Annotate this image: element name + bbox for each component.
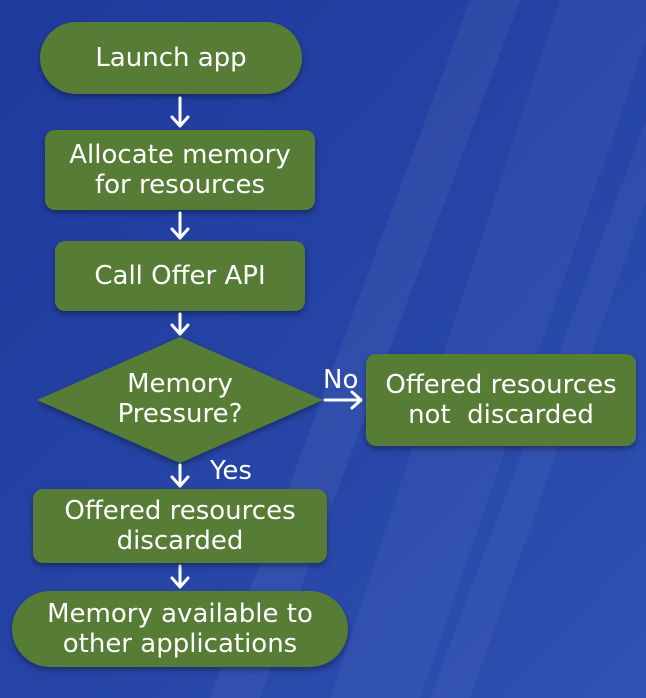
memory-available-label-line2: other applications xyxy=(62,629,298,659)
allocate-memory-label-line1: Allocate memory xyxy=(69,140,291,170)
launch-app-node: Launch app xyxy=(40,22,302,94)
memory-pressure-label-line2: Pressure? xyxy=(117,399,243,429)
memory-available-node: Memory available to other applications xyxy=(12,591,348,667)
not-discarded-label-line2: not discarded xyxy=(408,400,594,430)
background-streak xyxy=(330,0,646,698)
launch-app-label: Launch app xyxy=(95,43,247,73)
allocate-memory-node: Allocate memory for resources xyxy=(45,130,315,210)
memory-pressure-label-line1: Memory xyxy=(127,369,233,399)
no-edge-label: No xyxy=(323,365,359,395)
discarded-label-line1: Offered resources xyxy=(64,496,296,526)
discarded-node: Offered resources discarded xyxy=(33,489,327,563)
call-offer-api-node: Call Offer API xyxy=(55,241,305,311)
not-discarded-node: Offered resources not discarded xyxy=(366,354,636,446)
memory-available-label-line1: Memory available to xyxy=(47,599,313,629)
discarded-label-line2: discarded xyxy=(116,526,244,556)
not-discarded-label-line1: Offered resources xyxy=(385,370,617,400)
memory-pressure-label: Memory Pressure? xyxy=(90,369,270,429)
yes-edge-label: Yes xyxy=(210,456,252,486)
allocate-memory-label-line2: for resources xyxy=(94,170,265,200)
call-offer-api-label: Call Offer API xyxy=(94,261,266,291)
